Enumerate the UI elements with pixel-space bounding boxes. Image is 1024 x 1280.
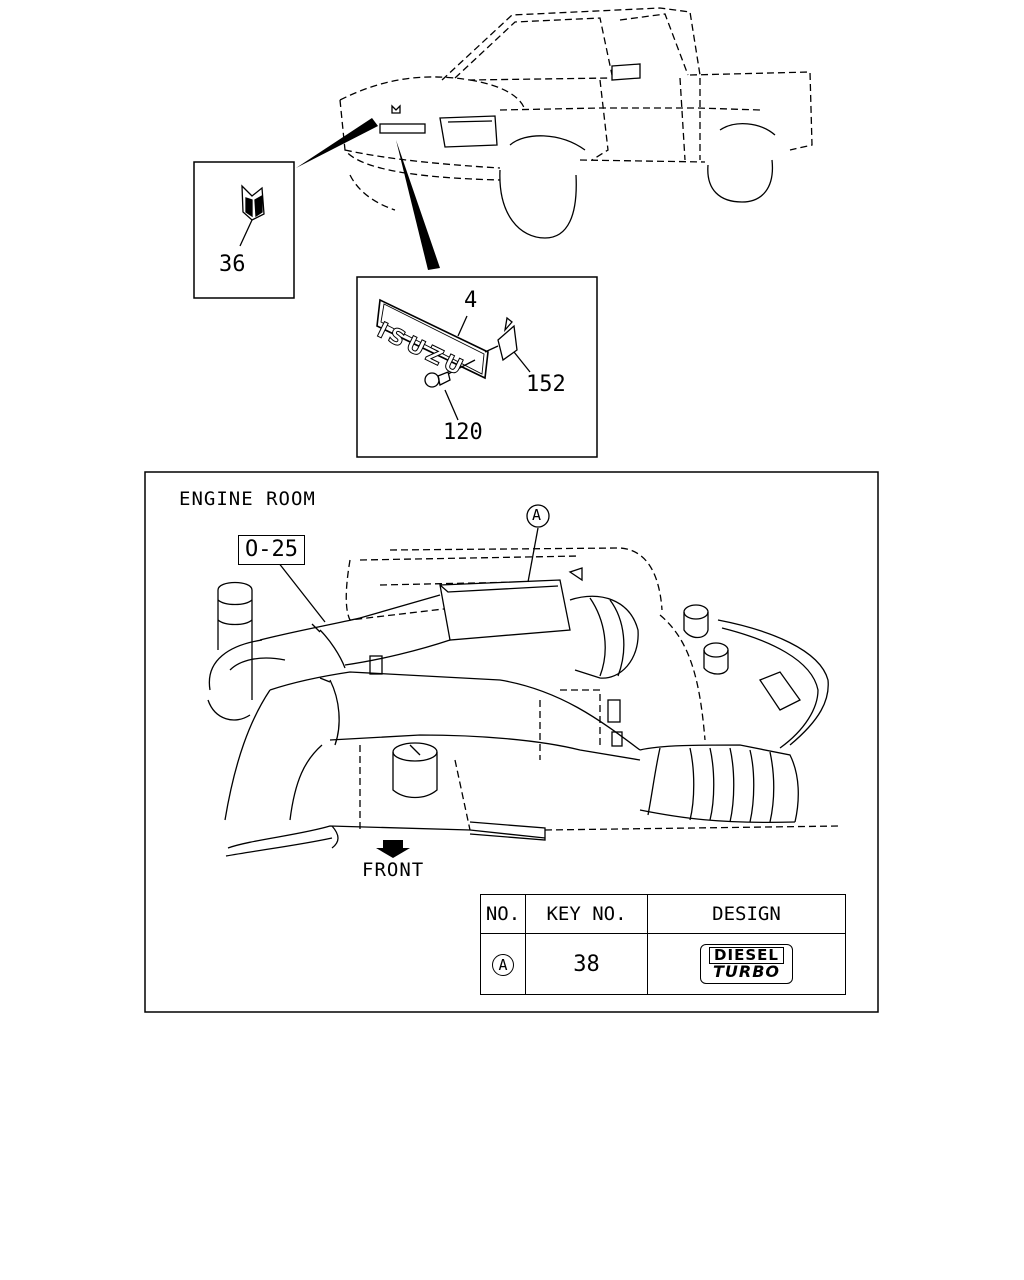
- callout-152: 152: [526, 372, 566, 397]
- row-no: A: [480, 933, 526, 995]
- table-row: A 38 DIESEL TURBO: [480, 933, 846, 995]
- badge-line-1: DIESEL: [709, 946, 784, 965]
- engine-room-box: [144, 471, 879, 1013]
- detail-box-36: [193, 161, 295, 299]
- header-key-no: KEY NO.: [525, 894, 648, 934]
- mark-emblem-part: [239, 184, 265, 247]
- key-table: NO. KEY NO. DESIGN A 38 DIESEL TURBO: [480, 894, 846, 995]
- front-label: FRONT: [362, 859, 425, 881]
- leader-wedge-36: [296, 118, 378, 168]
- screw-part-120: [424, 359, 476, 421]
- pickup-truck-illustration: [339, 7, 813, 211]
- marker-a-label: A: [532, 506, 542, 524]
- key-table-header: NO. KEY NO. DESIGN: [480, 894, 846, 934]
- row-key-no: 38: [525, 933, 648, 995]
- engine-room-illustration: [207, 527, 841, 858]
- callout-4: 4: [464, 288, 478, 313]
- marker-a-circle: [526, 504, 550, 528]
- callout-36: 36: [219, 252, 246, 277]
- engine-room-title: ENGINE ROOM: [179, 488, 316, 510]
- row-design: DIESEL TURBO: [647, 933, 846, 995]
- leader-wedge-4: [396, 140, 440, 270]
- detail-box-isuzu: [356, 276, 598, 458]
- clip-part-152: [484, 316, 531, 373]
- front-arrow-icon: [376, 840, 410, 858]
- truck-solid-lines: [379, 63, 776, 239]
- isuzu-emblem-part: [376, 298, 489, 380]
- header-design: DESIGN: [647, 894, 846, 934]
- row-no-marker: A: [492, 953, 514, 976]
- callout-120: 120: [443, 420, 483, 445]
- diesel-turbo-badge: DIESEL TURBO: [700, 943, 793, 985]
- reference-o-25: O-25: [238, 535, 305, 565]
- badge-line-2: TURBO: [712, 962, 780, 982]
- header-no: NO.: [480, 894, 526, 934]
